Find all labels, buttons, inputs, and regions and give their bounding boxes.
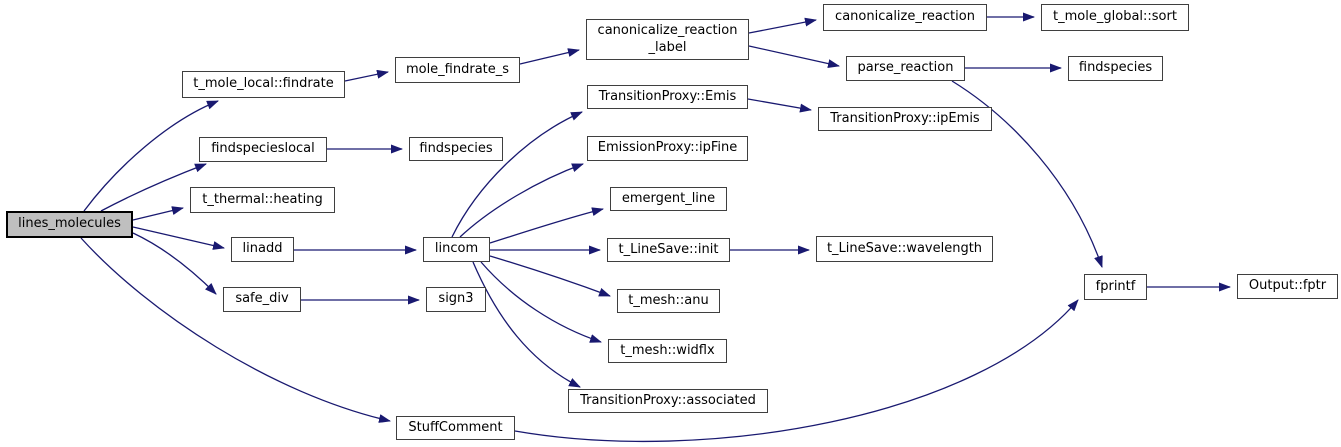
node-stuffcomment[interactable]: StuffComment: [396, 416, 515, 440]
node-transitionproxy-emis[interactable]: TransitionProxy::Emis: [587, 85, 748, 109]
edge-lincom--widflx: [480, 261, 602, 343]
node-t-thermal-heating[interactable]: t_thermal::heating: [190, 187, 335, 213]
edge-canonicalize-reaction-label--parse-reaction: [748, 45, 840, 69]
node-findspecieslocal[interactable]: findspecieslocal: [199, 137, 327, 162]
edge-lines-molecules--findspecieslocal: [100, 163, 207, 212]
edge-lines-molecules--stuffcomment: [80, 237, 391, 423]
node-t-mole-global-sort[interactable]: t_mole_global::sort: [1041, 4, 1189, 31]
node-t-linesave-wavelength[interactable]: t_LineSave::wavelength: [816, 236, 993, 262]
node-emissionproxy-ipfine[interactable]: EmissionProxy::ipFine: [587, 136, 748, 161]
node-parse-reaction[interactable]: parse_reaction: [846, 56, 965, 81]
node-canonicalize-reaction[interactable]: canonicalize_reaction: [823, 4, 987, 31]
edge-emis--ipemis: [747, 98, 812, 113]
edge-lines-molecules--safe-div: [132, 232, 217, 295]
edge-lincom--ipfine: [459, 163, 584, 238]
node-safe-div[interactable]: safe_div: [223, 287, 301, 312]
edge-lines-molecules--findrate: [83, 100, 219, 212]
edge-findrate--mole-findrate-s: [344, 69, 389, 82]
edge-stuffcomment--fprintf: [514, 299, 1079, 443]
node-sign3[interactable]: sign3: [426, 287, 486, 312]
edge-lincom--anu: [489, 255, 611, 297]
edge-lines-molecules--linadd: [132, 226, 225, 250]
edge-canonicalize-reaction-label--canonicalize-reaction: [748, 17, 817, 34]
node-t-mesh-anu[interactable]: t_mesh::anu: [617, 289, 720, 313]
node-t-mesh-widflx[interactable]: t_mesh::widflx: [608, 339, 727, 363]
node-fprintf[interactable]: fprintf: [1084, 274, 1147, 300]
edge-mole-findrate-s--canonicalize-reaction-label: [519, 48, 580, 65]
edge-lines-molecules--heating: [132, 206, 184, 221]
edge-parse-reaction--fprintf: [951, 80, 1103, 268]
node-t-linesave-init[interactable]: t_LineSave::init: [607, 238, 730, 262]
node-mole-findrate-s[interactable]: mole_findrate_s: [395, 57, 520, 83]
node-transitionproxy-ipemis[interactable]: TransitionProxy::ipEmis: [818, 107, 992, 131]
node-t-mole-local-findrate[interactable]: t_mole_local::findrate: [182, 71, 345, 98]
node-canonicalize-reaction-label[interactable]: canonicalize_reaction _label: [586, 19, 749, 60]
node-lines-molecules[interactable]: lines_molecules: [6, 211, 133, 238]
node-findspecies-mid[interactable]: findspecies: [409, 137, 503, 161]
node-linadd[interactable]: linadd: [231, 237, 294, 262]
node-findspecies-top[interactable]: findspecies: [1068, 56, 1163, 81]
node-output-fptr[interactable]: Output::fptr: [1237, 274, 1338, 299]
edge-lincom--emis: [451, 111, 583, 238]
edge-lincom--emergent-line: [489, 207, 604, 244]
edge-lincom--associated: [472, 261, 581, 388]
node-transitionproxy-associated[interactable]: TransitionProxy::associated: [568, 389, 768, 413]
node-emergent-line[interactable]: emergent_line: [610, 187, 727, 211]
node-lincom[interactable]: lincom: [423, 237, 490, 262]
